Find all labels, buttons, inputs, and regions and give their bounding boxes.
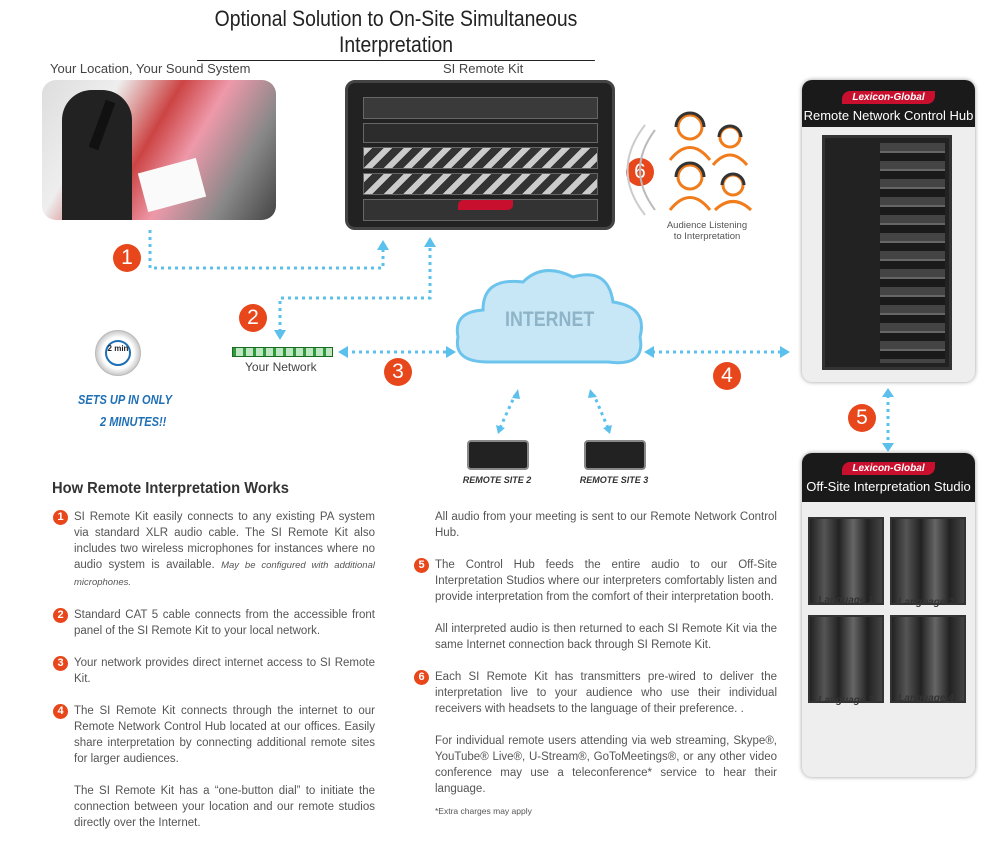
setup-line-1: SETS UP IN ONLY (78, 392, 172, 407)
badge-1: 1 (113, 244, 141, 272)
hub-title: Remote Network Control Hub (803, 108, 974, 123)
speaker-silhouette (62, 90, 132, 220)
booth-1 (808, 517, 884, 605)
connection-lines (148, 230, 894, 452)
language-1: Language 1 (818, 595, 874, 606)
si-remote-kit (345, 80, 615, 230)
remote-site-3-device (584, 440, 646, 470)
studio-title: Off-Site Interpretation Studio (806, 479, 971, 494)
kit-label: SI Remote Kit (443, 61, 524, 76)
booth-4 (890, 615, 966, 703)
step-5-note: All interpreted audio is then returned t… (435, 623, 777, 651)
signal-waves-icon (626, 124, 656, 216)
step-6-note: For individual remote users attending vi… (435, 735, 777, 795)
remote-site-3-label: REMOTE SITE 3 (579, 475, 649, 485)
audience-headset-icon (668, 111, 753, 212)
section-title: How Remote Interpretation Works (52, 480, 289, 497)
language-3: Language 3 (818, 695, 874, 706)
studio-brand-logo: Lexicon-Global (842, 462, 935, 475)
internet-label: INTERNET (505, 308, 595, 331)
remote-site-2-label: REMOTE SITE 2 (462, 475, 532, 485)
language-2: Language 2 (898, 597, 954, 608)
badge-4: 4 (713, 362, 741, 390)
badge-2: 2 (239, 304, 267, 332)
footnote: *Extra charges may apply (435, 806, 532, 816)
badge-5: 5 (848, 404, 876, 432)
server-rack (822, 135, 952, 370)
speaker-photo (42, 80, 276, 220)
step-audio: All audio from your meeting is sent to o… (435, 511, 777, 539)
timer-icon: 2 min (95, 330, 141, 376)
network-label: Your Network (245, 360, 317, 374)
audience-label: Audience Listening to Interpretation (666, 220, 748, 242)
setup-line-2: 2 MINUTES!! (100, 414, 167, 429)
remote-site-2-device (467, 440, 529, 470)
internet-cloud-icon (455, 269, 643, 365)
step-4-note: The SI Remote Kit has a “one-button dial… (74, 785, 375, 829)
booth-3 (808, 615, 884, 703)
badge-3: 3 (384, 358, 412, 386)
studio-card: Lexicon-Global Off-Site Interpretation S… (802, 453, 975, 777)
hub-card: Lexicon-Global Remote Network Control Hu… (802, 80, 975, 382)
hub-brand-logo: Lexicon-Global (842, 91, 935, 104)
language-4: Language 4 (898, 693, 954, 704)
location-label: Your Location, Your Sound System (50, 61, 251, 76)
page-title: Optional Solution to On-Site Simultaneou… (197, 6, 595, 61)
booth-2 (890, 517, 966, 605)
steps-right: All audio from your meeting is sent to o… (414, 509, 777, 819)
network-switch-icon (232, 347, 333, 357)
